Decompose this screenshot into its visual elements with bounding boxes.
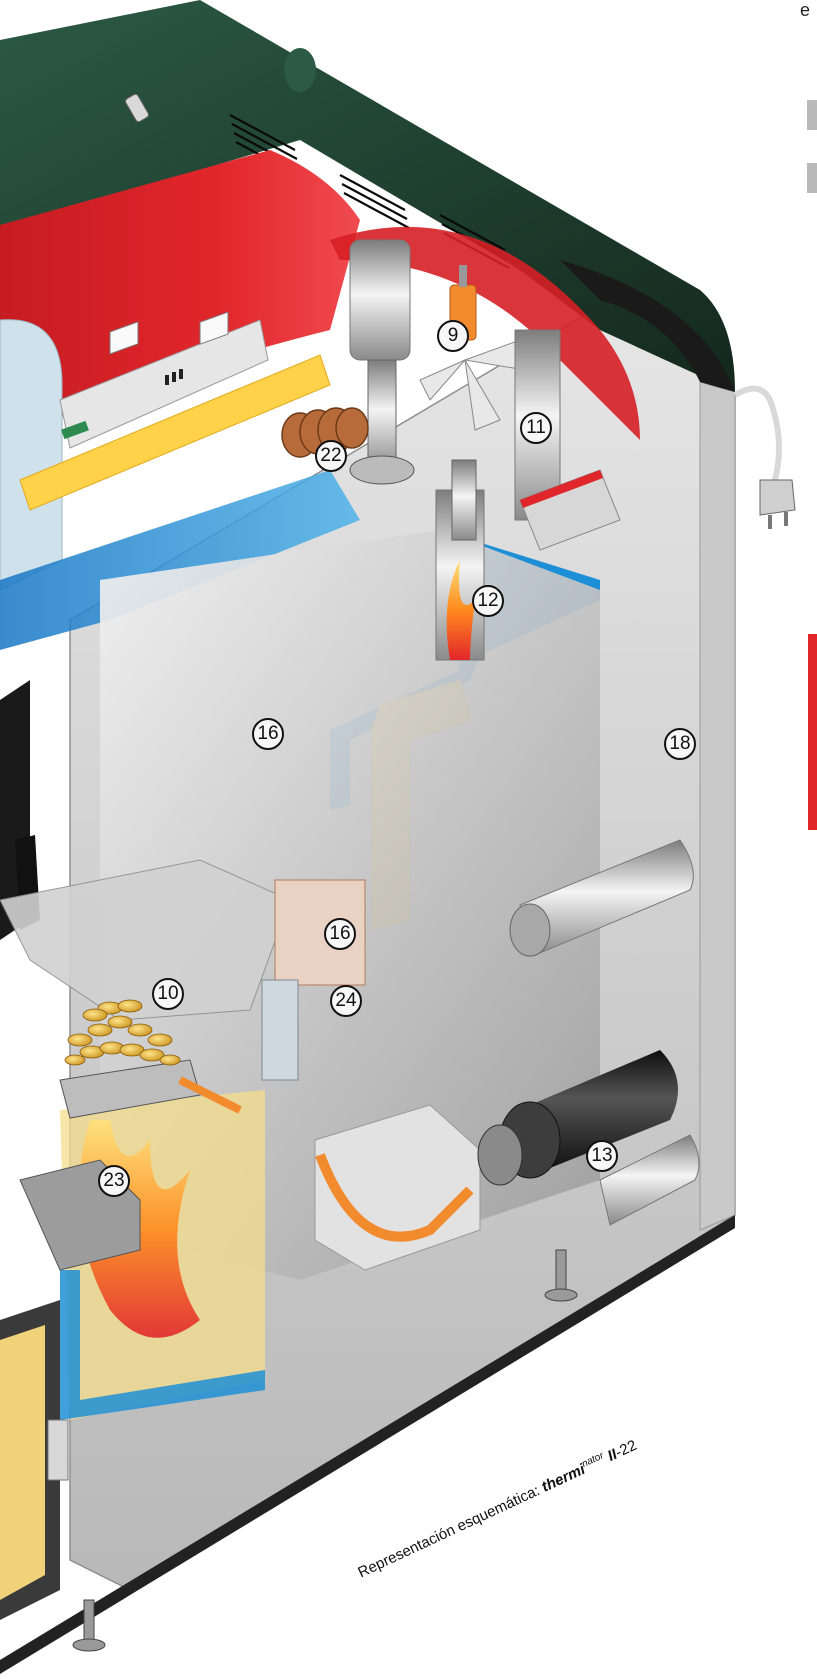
callout-18: 18 (664, 728, 696, 760)
edge-mark-1 (807, 100, 817, 130)
flue-outlet (519, 469, 621, 551)
callout-16-lower: 16 (324, 918, 356, 950)
callout-16-upper: 16 (252, 718, 284, 750)
water-jacket-lower (60, 1270, 265, 1420)
exhaust-motor (530, 1050, 678, 1170)
fan-blades (419, 339, 526, 431)
pellet-funnel (0, 859, 291, 1021)
red-cover (0, 150, 360, 440)
door-hinge (47, 1419, 69, 1481)
base-plinth (0, 1215, 735, 1674)
edge-mark-2 (807, 163, 817, 193)
power-plug (759, 479, 796, 529)
connector-bracket (261, 979, 299, 1081)
ignition-tip (459, 265, 467, 287)
return-pipe-upper-end (509, 903, 551, 957)
control-switches (165, 369, 183, 385)
insulation-strip-top (19, 354, 331, 511)
casing-front-edge (699, 381, 736, 1231)
feed-cable (178, 1076, 242, 1114)
control-display-2 (199, 311, 229, 345)
fan-shaft-base (349, 455, 415, 485)
control-display-1 (109, 321, 139, 355)
front-glass-panel (0, 319, 63, 591)
flue-outlet-seal (520, 470, 603, 508)
power-cable (733, 385, 782, 481)
red-edge-bar (808, 634, 817, 830)
flue-flame (446, 560, 475, 660)
top-hood-front-curve (560, 260, 735, 392)
leveling-feet (72, 1249, 578, 1652)
callout-12: 12 (472, 585, 504, 617)
callout-9: 9 (437, 320, 469, 352)
terminal-connector (61, 420, 89, 440)
top-sensor (125, 93, 149, 123)
cropped-edge-letter: e (800, 0, 811, 20)
return-pipe-lower (599, 1134, 700, 1226)
callout-10: 10 (152, 978, 184, 1010)
return-pipe-upper (519, 839, 694, 956)
ash-box (314, 1104, 481, 1271)
callout-13: 13 (586, 1140, 618, 1172)
top-green-pipe (284, 48, 316, 92)
callout-23: 23 (98, 1165, 130, 1197)
flue-inner-pipe (451, 459, 477, 541)
orange-duct (315, 1153, 474, 1242)
callout-11: 11 (520, 412, 552, 444)
callout-22: 22 (315, 440, 347, 472)
burner-grate (59, 1059, 201, 1119)
exhaust-motor-flange (477, 1124, 523, 1186)
lower-door-panel (0, 1325, 45, 1600)
fan-shaft (367, 359, 397, 471)
pellet-pile (64, 999, 181, 1066)
water-jacket-upper (0, 470, 360, 650)
top-hood (0, 0, 735, 392)
fan-motor-body (349, 239, 411, 361)
callout-24: 24 (330, 985, 362, 1017)
